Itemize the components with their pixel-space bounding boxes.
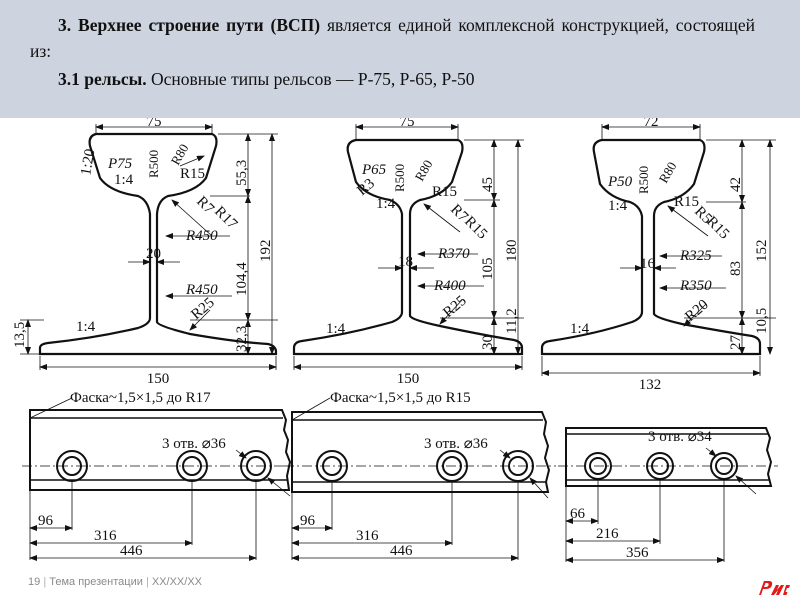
rail-labels-p75: 75 150 P75 1:4 1:20 R500 R80 R15 R7 R17 … — [12, 118, 274, 387]
p65-head-radius: R500 — [392, 164, 407, 192]
intro-paragraph: 3. Верхнее строение пути (ВСП) является … — [30, 12, 755, 64]
intro-rest: является единой комплексной конструкцией… — [30, 15, 755, 61]
rzd-logo-icon — [759, 581, 790, 595]
slide-footer: 19 | Тема презентации | XX/XX/XX — [28, 576, 202, 588]
p65-type-label: P65 — [361, 162, 387, 178]
footer-separator-1: | — [43, 576, 47, 588]
end1-chamfer-note: Фаска~1,5×1,5 до R17 — [70, 390, 211, 406]
p65-foot-height: 30 — [480, 335, 496, 350]
p75-head-width: 75 — [147, 118, 162, 130]
rail-end-3 — [558, 427, 778, 563]
p75-edge-height: 13,5 — [12, 322, 28, 348]
p75-height: 192 — [258, 240, 274, 263]
page-number: 19 — [28, 576, 41, 588]
end1-holes-note: 3 отв. ⌀36 — [162, 436, 226, 452]
p65-corner-radius-top: R80 — [412, 157, 436, 183]
end2-chamfer-note: Фаска~1,5×1,5 до R15 — [330, 390, 471, 406]
p50-foot-fillet: R20 — [682, 297, 711, 325]
p75-head-radius: R500 — [146, 150, 161, 178]
rail-end-3-labels: 3 отв. ⌀34 66 216 356 — [570, 429, 712, 561]
p50-corner-radius-top: R80 — [656, 159, 680, 185]
p50-head-slope: 1:4 — [608, 198, 628, 214]
rail-types-paragraph: 3.1 рельсы. Основные типы рельсов — Р-75… — [30, 66, 755, 92]
p75-corner-radius-top: R80 — [168, 141, 192, 167]
rail-profile-p75 — [38, 132, 278, 356]
p65-base-slope: 1:4 — [326, 321, 346, 337]
p75-foot-fillet: R25 — [188, 295, 217, 323]
p75-web-height: 104,4 — [234, 262, 250, 296]
p65-head-slope: 1:4 — [376, 196, 396, 212]
p75-corner-radius-side: R15 — [180, 166, 205, 182]
end2-dim-second: 316 — [356, 528, 379, 544]
p50-base-slope: 1:4 — [570, 321, 590, 337]
rail-end-2 — [284, 397, 556, 561]
p65-corner-radius-side: R15 — [432, 184, 457, 200]
rail-end-1-labels: Фаска~1,5×1,5 до R17 3 отв. ⌀36 96 316 4… — [38, 390, 226, 559]
end3-holes-note: 3 отв. ⌀34 — [648, 429, 712, 445]
presentation-date: XX/XX/XX — [151, 576, 202, 588]
p75-head-height: 55,3 — [234, 160, 250, 186]
p50-head-height: 42 — [728, 177, 744, 192]
p75-foot-height: 32,3 — [234, 326, 250, 352]
item-bold: 3.1 рельсы. — [58, 69, 147, 89]
rail-dims-p65 — [293, 124, 524, 370]
item-rest: Основные типы рельсов — Р-75, Р-65, Р-50 — [146, 69, 475, 89]
p75-web-radius-upper: R450 — [185, 228, 218, 244]
footer-separator-2: | — [145, 576, 149, 588]
end2-holes-note: 3 отв. ⌀36 — [424, 436, 488, 452]
p50-foot-edge: 10,5 — [754, 308, 770, 334]
p50-height: 152 — [754, 240, 770, 263]
p65-base-width: 150 — [397, 371, 420, 387]
rail-profile-p65 — [292, 138, 524, 356]
p50-web-radius-upper: R325 — [679, 248, 712, 264]
p75-web-thickness: 20 — [146, 246, 161, 262]
p50-base-width: 132 — [639, 377, 662, 393]
slide-header: 3. Верхнее строение пути (ВСП) является … — [0, 0, 800, 118]
p65-head-width: 75 — [400, 118, 415, 130]
end1-dim-third: 446 — [120, 543, 143, 559]
p50-web-height: 83 — [728, 261, 744, 276]
rail-end-2-labels: Фаска~1,5×1,5 до R15 3 отв. ⌀36 96 316 4… — [300, 390, 488, 559]
end1-dim-first: 96 — [38, 513, 54, 529]
p75-base-slope: 1:4 — [76, 319, 96, 335]
p65-foot-edge: 11,2 — [504, 308, 520, 334]
end2-dim-third: 446 — [390, 543, 413, 559]
rail-drawing: 75 150 P75 1:4 1:20 R500 R80 R15 R7 R17 … — [12, 118, 778, 563]
p75-web-radius-lower: R450 — [185, 282, 218, 298]
p75-head-slope: 1:4 — [114, 172, 134, 188]
p50-web-radius-lower: R350 — [679, 278, 712, 294]
end2-dim-first: 96 — [300, 513, 316, 529]
presentation-title: Тема презентации — [49, 576, 143, 588]
p65-web-radius-upper: R370 — [437, 246, 470, 262]
p65-web-thickness: 18 — [398, 254, 413, 270]
intro-bold: 3. Верхнее строение пути (ВСП) — [58, 15, 321, 35]
end3-dim-first: 66 — [570, 506, 586, 522]
p65-web-height: 105 — [480, 258, 496, 281]
p75-type-label: P75 — [107, 156, 133, 172]
p50-head-radius: R500 — [636, 166, 651, 194]
p65-head-height: 45 — [480, 177, 496, 192]
p75-top-slope: 1:20 — [78, 148, 98, 177]
p65-foot-fillet: R25 — [440, 293, 469, 321]
p50-corner-radius-side: R15 — [674, 194, 699, 210]
p75-base-width: 150 — [147, 371, 170, 387]
p50-web-thickness: 16 — [640, 256, 656, 272]
p65-height: 180 — [504, 240, 520, 263]
end1-dim-second: 316 — [94, 528, 117, 544]
rail-labels-p65: 75 150 P65 R3 1:4 R500 R80 R15 R7 R15 R3… — [326, 118, 520, 387]
rail-dims-p75 — [20, 124, 278, 370]
end3-dim-second: 216 — [596, 526, 619, 542]
rail-labels-p50: 72 132 P50 1:4 R500 R80 R15 R5 R15 R325 … — [570, 118, 770, 393]
p65-web-radius-lower: R400 — [433, 278, 466, 294]
p50-foot-height: 27 — [728, 335, 744, 351]
rail-end-1 — [22, 397, 294, 561]
p50-head-width: 72 — [644, 118, 659, 130]
rail-dims-p50 — [541, 124, 776, 376]
rail-profile-p50 — [540, 138, 762, 356]
p50-type-label: P50 — [607, 174, 633, 190]
end3-dim-third: 356 — [626, 545, 649, 561]
